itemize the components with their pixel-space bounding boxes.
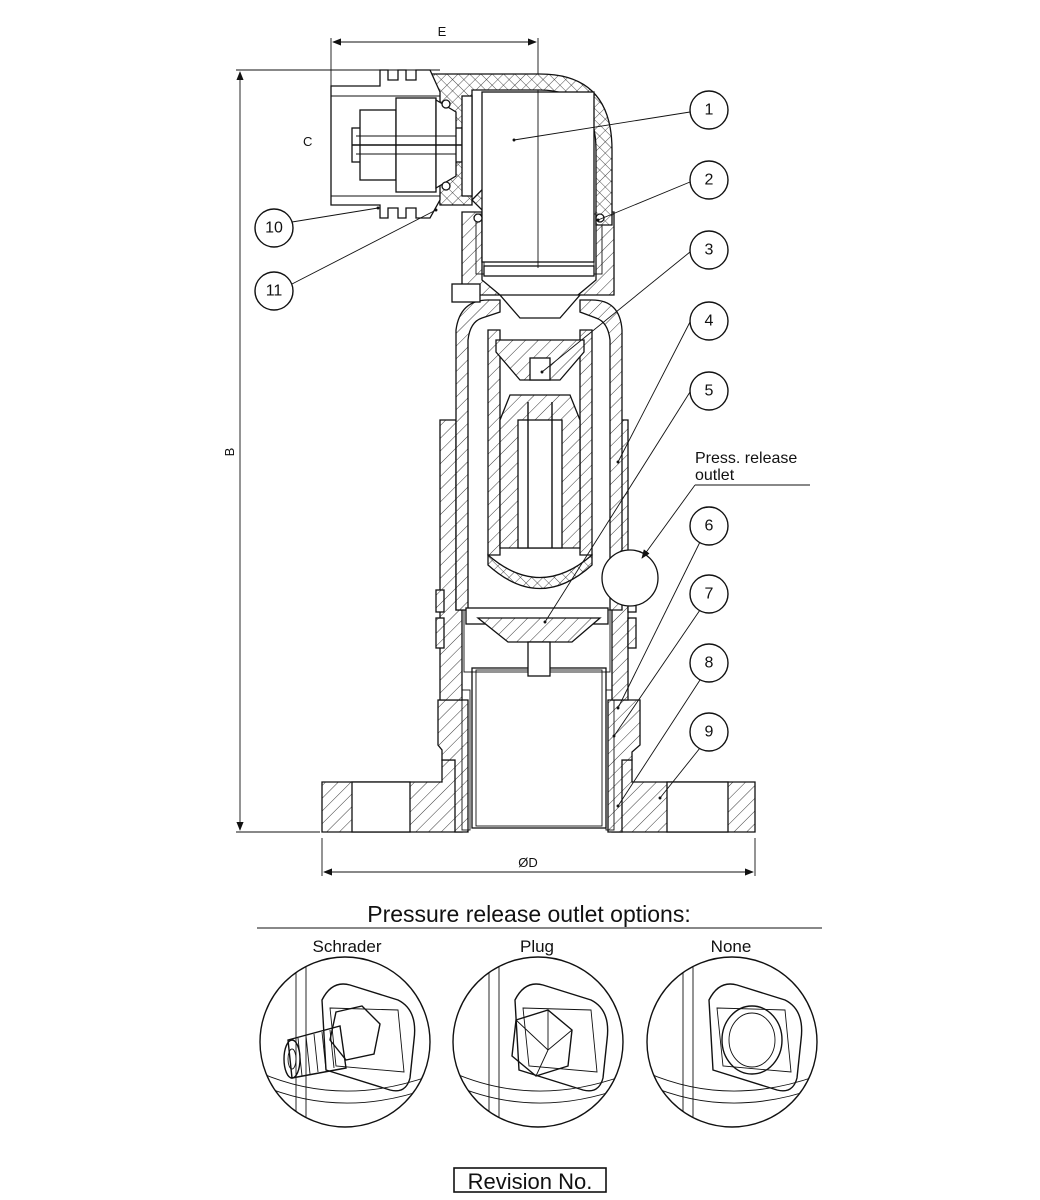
balloon-2: 2 [689, 160, 729, 200]
dimension-b-label: B [222, 448, 237, 457]
balloon-6: 6 [689, 506, 729, 546]
dimension-d: ØD [321, 838, 756, 876]
valve-cross-section [321, 69, 756, 833]
leader-lines [291, 111, 810, 808]
callout-line-2: outlet [695, 467, 735, 484]
balloon-4: 4 [689, 301, 729, 341]
balloon-5: 5 [689, 371, 729, 411]
balloon-9-number: 9 [705, 724, 714, 741]
balloon-11: 11 [254, 271, 294, 311]
options-title: Pressure release outlet options: [367, 901, 690, 927]
balloon-10-number: 10 [265, 220, 283, 237]
dimension-d-label: ØD [518, 855, 538, 870]
balloon-1-number: 1 [705, 102, 714, 119]
balloon-10: 10 [254, 208, 294, 248]
revision-label: Revision No. [468, 1169, 593, 1194]
balloon-5-number: 5 [705, 383, 714, 400]
option-label-none: None [711, 937, 752, 956]
balloon-8: 8 [689, 643, 729, 683]
balloon-8-number: 8 [705, 655, 714, 672]
option-detail-schrader [259, 956, 431, 1128]
balloon-7: 7 [689, 574, 729, 614]
dimension-e: E [330, 24, 539, 90]
balloon-3-number: 3 [705, 242, 714, 259]
balloon-7-number: 7 [705, 586, 714, 603]
option-detail-none [646, 956, 818, 1128]
balloon-6-number: 6 [705, 518, 714, 535]
balloon-1: 1 [689, 90, 729, 130]
dimension-c-label: C [303, 134, 312, 149]
balloon-9: 9 [689, 712, 729, 752]
callout-line-1: Press. release [695, 450, 797, 467]
option-label-plug: Plug [520, 937, 554, 956]
option-label-schrader: Schrader [313, 937, 382, 956]
balloon-4-number: 4 [705, 313, 714, 330]
balloon-3: 3 [689, 230, 729, 270]
dimension-e-label: E [438, 24, 447, 39]
revision-box: Revision No. [453, 1167, 607, 1194]
balloon-11-number: 11 [266, 283, 283, 300]
option-detail-plug [452, 956, 624, 1128]
balloon-2-number: 2 [705, 172, 714, 189]
